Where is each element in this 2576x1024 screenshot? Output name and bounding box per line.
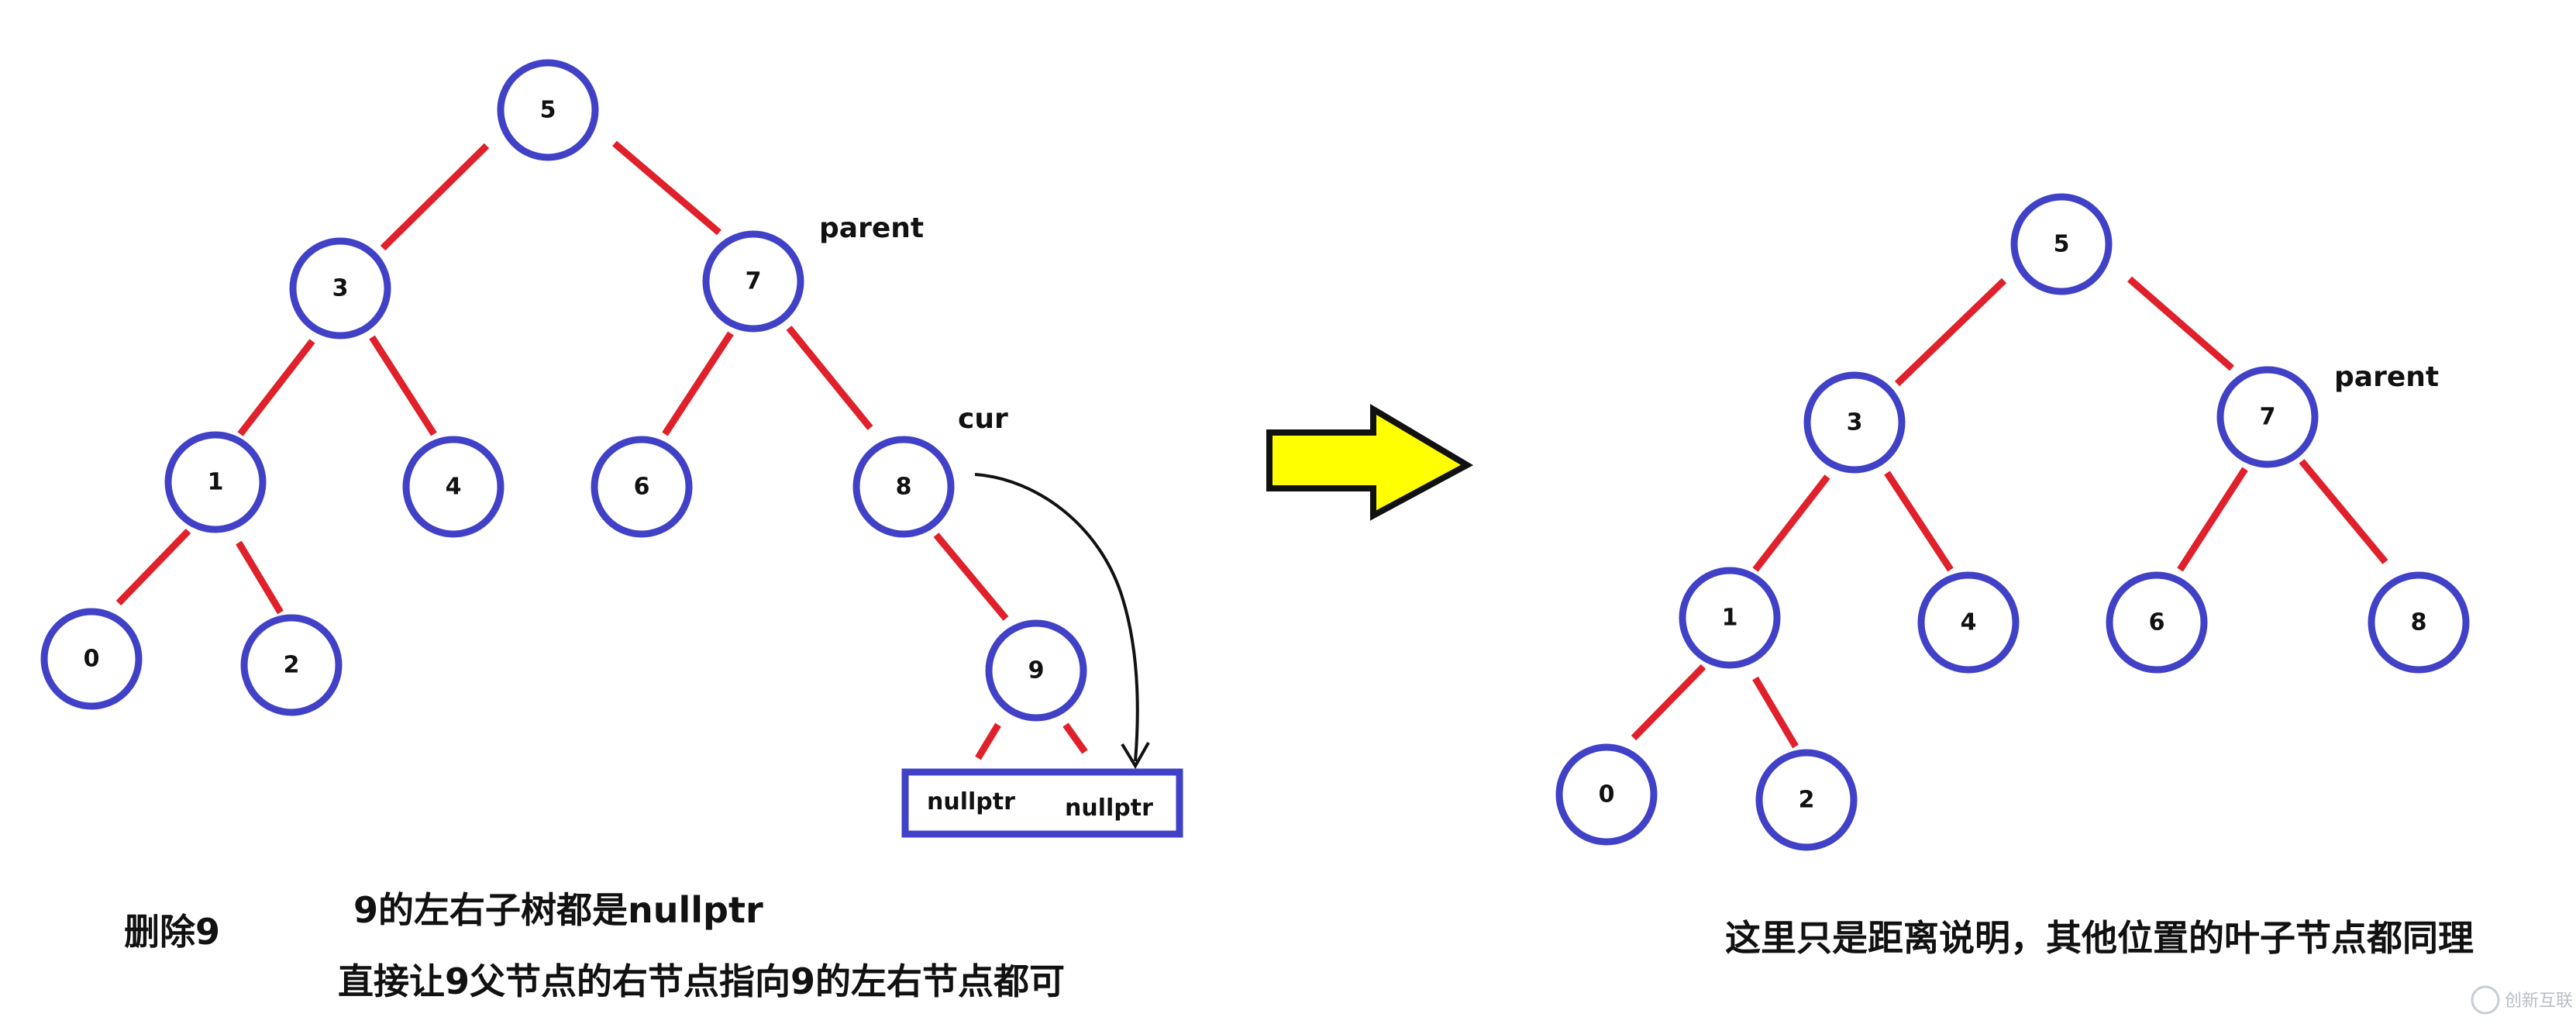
- cur-label: cur: [958, 403, 1008, 435]
- after-node-0: 0: [1555, 743, 1658, 846]
- before-node-5: 5: [497, 59, 599, 161]
- before-edge-7-8: [786, 326, 873, 430]
- subtrees-caption: 9的左右子树都是nullptr: [353, 889, 763, 931]
- node-label: 4: [446, 474, 462, 501]
- before-node-9: 9: [985, 619, 1087, 722]
- before-edge-9-null-right: [1062, 722, 1088, 754]
- parent-label: parent: [2334, 361, 2439, 393]
- before-node-6: 6: [591, 436, 693, 538]
- nullptr-left-label: nullptr: [927, 788, 1015, 815]
- after-edge-1-2: [1752, 676, 1799, 749]
- before-tree: 5 3 7 1 4 6 8 0: [40, 59, 1183, 838]
- node-label: 7: [746, 268, 762, 295]
- after-node-4: 4: [1917, 571, 2020, 674]
- node-label: 9: [1028, 657, 1045, 684]
- parent-label: parent: [819, 212, 924, 244]
- before-edge-3-1: [237, 339, 315, 436]
- before-edge-5-3: [380, 143, 490, 251]
- after-node-1: 1: [1679, 567, 1781, 669]
- node-label: 0: [1599, 781, 1615, 809]
- node-label: 8: [2411, 609, 2427, 636]
- svg-text:创新互联: 创新互联: [2505, 991, 2573, 1011]
- after-node-5: 5: [2010, 193, 2113, 295]
- after-node-2: 2: [1755, 749, 1858, 851]
- watermark-logo: 创新互联: [2471, 985, 2573, 1015]
- after-edge-5-3: [1894, 278, 2007, 387]
- nullptr-box: nullptr nullptr: [901, 768, 1183, 838]
- node-label: 1: [1722, 605, 1738, 632]
- after-edge-1-0: [1631, 664, 1706, 741]
- after-node-3: 3: [1803, 371, 1906, 474]
- before-edge-7-6: [662, 331, 734, 436]
- after-edge-5-7: [2127, 276, 2234, 371]
- node-label: 1: [208, 469, 224, 496]
- node-label: 2: [1799, 787, 1815, 814]
- node-label: 3: [1847, 409, 1863, 436]
- nullptr-right-label: nullptr: [1065, 795, 1153, 822]
- before-edge-1-2: [236, 540, 284, 615]
- after-edge-7-8: [2299, 459, 2388, 564]
- before-edge-8-9: [933, 533, 1009, 621]
- before-node-0: 0: [40, 608, 143, 710]
- curved-pointer-arrow: [974, 473, 1150, 769]
- after-node-8: 8: [2368, 571, 2470, 674]
- note-caption: 这里只是距离说明，其他位置的叶子节点都同理: [1725, 917, 2474, 959]
- delete-caption: 删除9: [124, 911, 220, 953]
- direct-caption: 直接让9父节点的右节点指向9的左右节点都可: [338, 960, 1065, 1002]
- before-node-1: 1: [164, 431, 267, 533]
- after-edge-7-6: [2177, 467, 2248, 572]
- node-label: 2: [284, 652, 300, 679]
- after-edge-3-1: [1752, 474, 1830, 572]
- before-edge-1-0: [115, 528, 191, 606]
- node-label: 5: [540, 97, 556, 124]
- before-edge-5-7: [612, 140, 721, 236]
- before-node-2: 2: [240, 614, 343, 716]
- node-label: 0: [84, 646, 100, 673]
- node-label: 4: [1961, 609, 1977, 636]
- after-edge-3-4: [1884, 471, 1954, 572]
- node-label: 5: [2054, 231, 2070, 258]
- transform-arrow-icon: [1266, 403, 1474, 521]
- before-node-7: 7: [702, 230, 804, 333]
- node-label: 6: [634, 474, 650, 501]
- after-node-7: 7: [2216, 366, 2319, 468]
- node-label: 3: [332, 275, 349, 302]
- after-node-6: 6: [2106, 571, 2208, 674]
- before-edge-9-null-left: [975, 722, 1001, 760]
- node-label: 8: [896, 474, 912, 501]
- node-label: 6: [2149, 609, 2165, 636]
- before-edge-3-4: [369, 335, 437, 436]
- after-tree: 5 3 7 1 4 6 8 0: [1555, 193, 2470, 851]
- before-node-3: 3: [289, 237, 391, 340]
- node-label: 7: [2260, 404, 2276, 431]
- before-node-8: 8: [852, 436, 955, 538]
- before-node-4: 4: [402, 436, 505, 538]
